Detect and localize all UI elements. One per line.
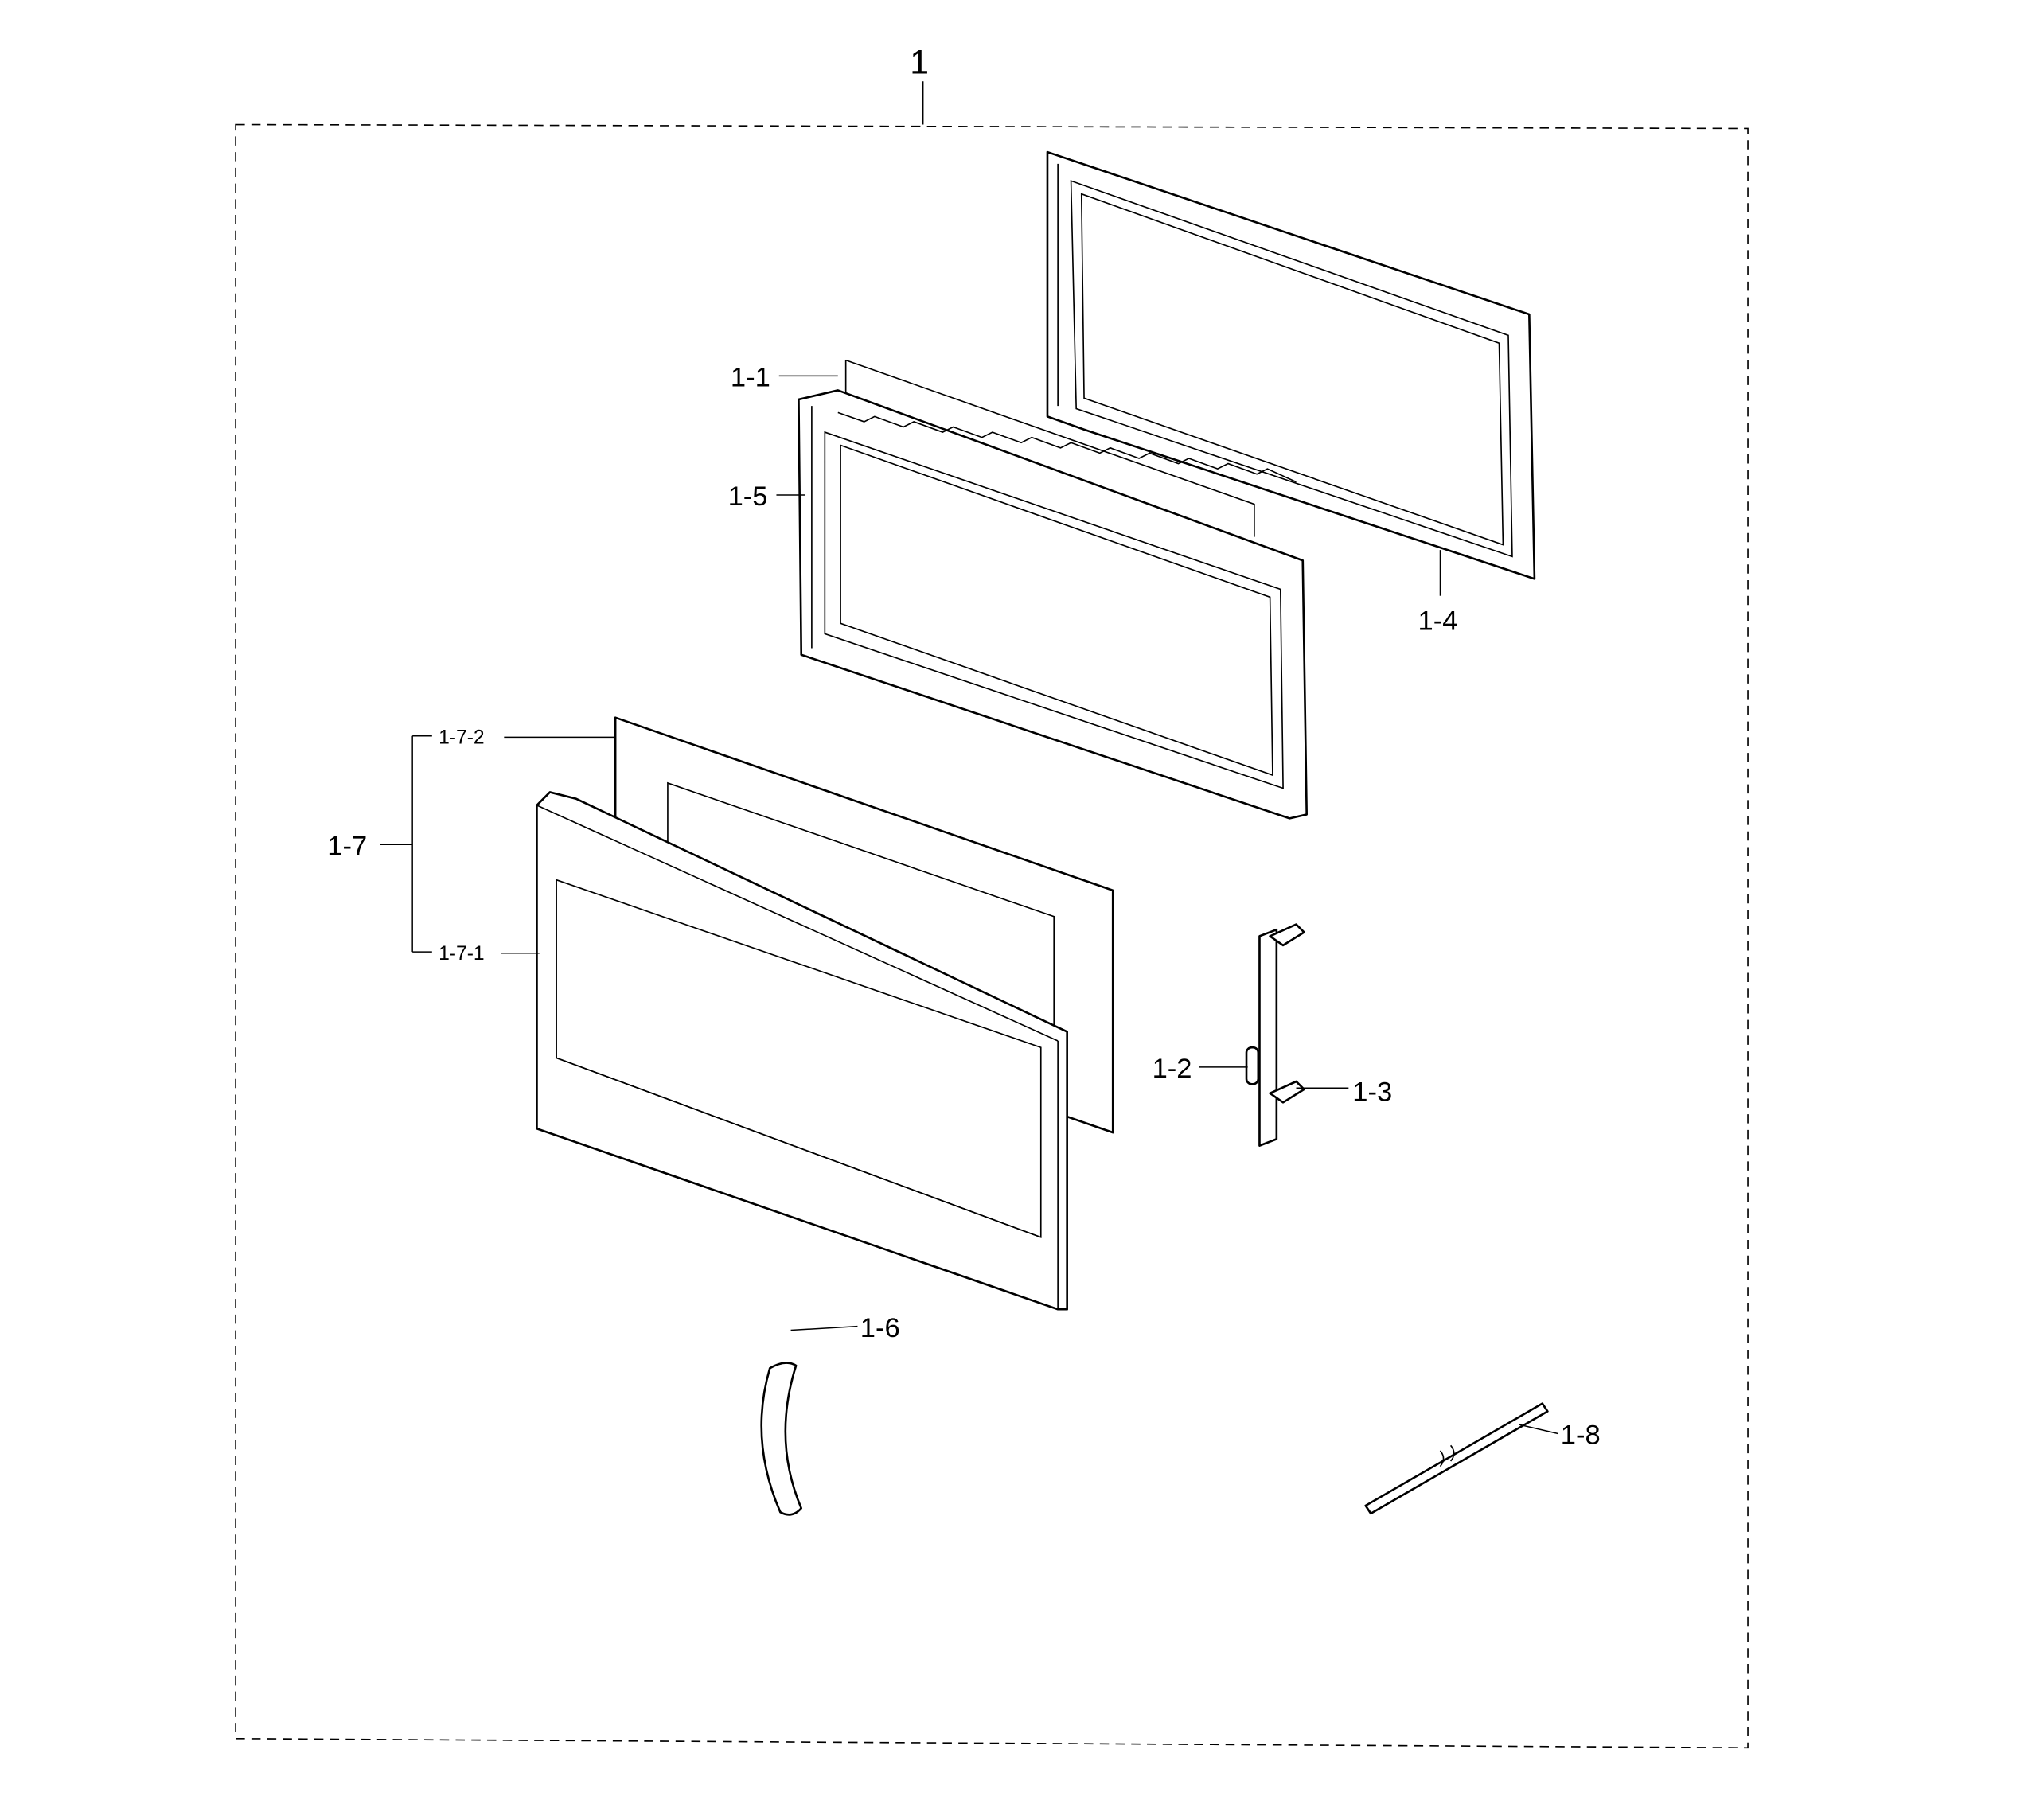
part-1-5-inner-frame[interactable] <box>798 389 1309 820</box>
leader-1-8 <box>1519 1424 1558 1435</box>
part-1-2-spring[interactable] <box>1245 1046 1260 1085</box>
part-1-3-latch-hook[interactable] <box>1258 923 1305 1147</box>
label-1-7: 1-7 <box>327 831 367 861</box>
part-1-4-rear-frame[interactable] <box>1046 150 1536 580</box>
label-1-7-2: 1-7-2 <box>439 727 485 749</box>
label-1-3: 1-3 <box>1352 1078 1392 1108</box>
label-1-4: 1-4 <box>1418 606 1458 636</box>
assembly-label: 1 <box>910 43 929 81</box>
part-1-7-1-front-panel[interactable] <box>536 791 1068 1311</box>
bracket-1-7 <box>380 735 432 953</box>
part-1-6-handle[interactable] <box>760 1362 803 1516</box>
label-1-7-1: 1-7-1 <box>439 943 485 965</box>
label-1-6: 1-6 <box>860 1313 900 1343</box>
label-1-2: 1-2 <box>1153 1054 1192 1084</box>
assembly-boundary <box>235 123 1749 1749</box>
part-1-8-rod[interactable] <box>1364 1402 1549 1515</box>
label-1-1: 1-1 <box>731 363 770 393</box>
label-1-5: 1-5 <box>728 481 768 512</box>
leader-1-6 <box>790 1325 858 1331</box>
part-1-1-mesh-sheet[interactable] <box>844 359 1255 537</box>
label-1-8: 1-8 <box>1561 1421 1601 1451</box>
